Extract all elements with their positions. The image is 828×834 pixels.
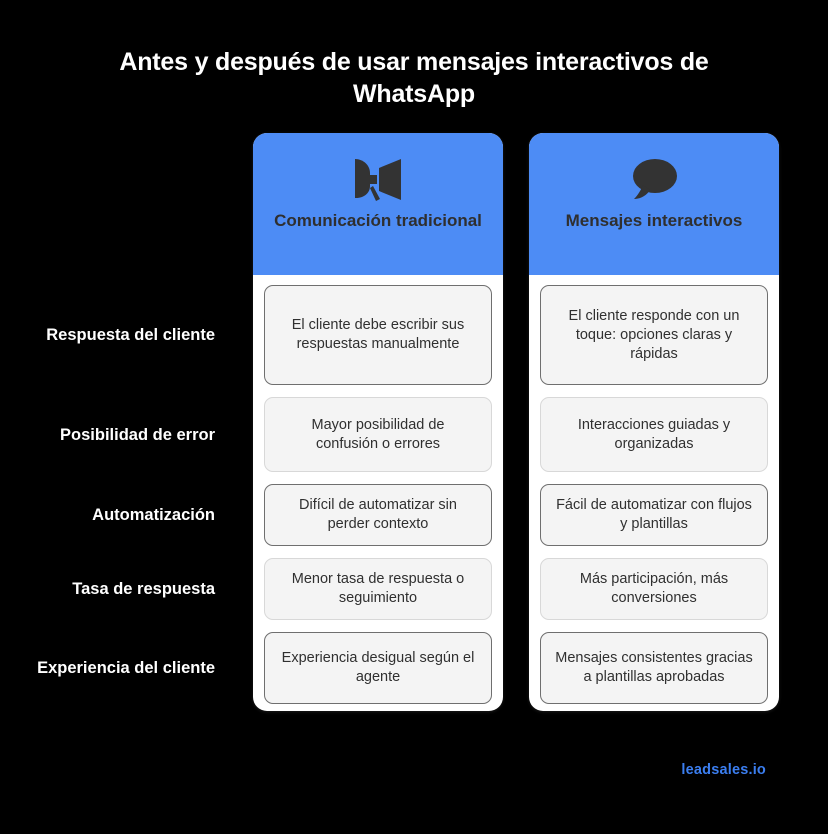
- row-label-experiencia-del-cliente: Experiencia del cliente: [37, 659, 215, 677]
- cell-text: Difícil de automatizar sin perder contex…: [299, 497, 457, 532]
- row-label-respuesta-del-cliente: Respuesta del cliente: [46, 326, 215, 344]
- cell-text: Menor tasa de respuesta o seguimiento: [291, 571, 465, 606]
- column-mensajes-interactivos: Mensajes interactivos El cliente respond…: [529, 133, 779, 711]
- cell-interactive-4: Más participación, más conversiones: [540, 558, 768, 620]
- comparison-board: Respuesta del cliente Posibilidad de err…: [0, 133, 828, 711]
- column-title-traditional: Comunicación tradicional: [274, 211, 482, 230]
- cell-text: Mensajes consistentes gracias a plantill…: [555, 650, 753, 685]
- megaphone-icon: [349, 155, 407, 203]
- chat-bubble-icon: [627, 155, 681, 203]
- cell-text: Más participación, más conversiones: [579, 571, 729, 606]
- row-label-automatizacion: Automatización: [92, 506, 215, 524]
- column-header-traditional: Comunicación tradicional: [253, 133, 503, 275]
- row-label-column: Respuesta del cliente Posibilidad de err…: [0, 133, 230, 711]
- cell-text: El cliente responde con un toque: opcion…: [568, 307, 740, 362]
- leadsales-logo[interactable]: leadsales.io: [681, 762, 766, 778]
- cell-interactive-2: Interacciones guiadas y organizadas: [540, 397, 768, 472]
- cell-traditional-2: Mayor posibilidad de confusión o errores: [264, 397, 492, 472]
- row-label-tasa-de-respuesta: Tasa de respuesta: [72, 580, 215, 598]
- cell-interactive-1: El cliente responde con un toque: opcion…: [540, 285, 768, 385]
- cell-text: Interacciones guiadas y organizadas: [577, 416, 731, 452]
- cell-traditional-4: Menor tasa de respuesta o seguimiento: [264, 558, 492, 620]
- cell-interactive-3: Fácil de automatizar con flujos y planti…: [540, 484, 768, 546]
- row-label-posibilidad-de-error: Posibilidad de error: [60, 425, 215, 444]
- page-title: Antes y después de usar mensajes interac…: [119, 48, 709, 108]
- column-body-traditional: El cliente debe escribir sus respuestas …: [253, 275, 503, 711]
- cell-traditional-5: Experiencia desigual según el agente: [264, 632, 492, 704]
- column-comunicacion-tradicional: Comunicación tradicional El cliente debe…: [253, 133, 503, 711]
- column-header-interactive: Mensajes interactivos: [529, 133, 779, 275]
- cell-text: Fácil de automatizar con flujos y planti…: [556, 497, 752, 532]
- cell-text: Mayor posibilidad de confusión o errores: [311, 416, 445, 452]
- column-title-interactive: Mensajes interactivos: [565, 211, 743, 230]
- cell-text: El cliente debe escribir sus respuestas …: [291, 317, 465, 352]
- column-body-interactive: El cliente responde con un toque: opcion…: [529, 275, 779, 711]
- cell-text: Experiencia desigual según el agente: [281, 650, 475, 685]
- cell-traditional-1: El cliente debe escribir sus respuestas …: [264, 285, 492, 385]
- cell-traditional-3: Difícil de automatizar sin perder contex…: [264, 484, 492, 546]
- cell-interactive-5: Mensajes consistentes gracias a plantill…: [540, 632, 768, 704]
